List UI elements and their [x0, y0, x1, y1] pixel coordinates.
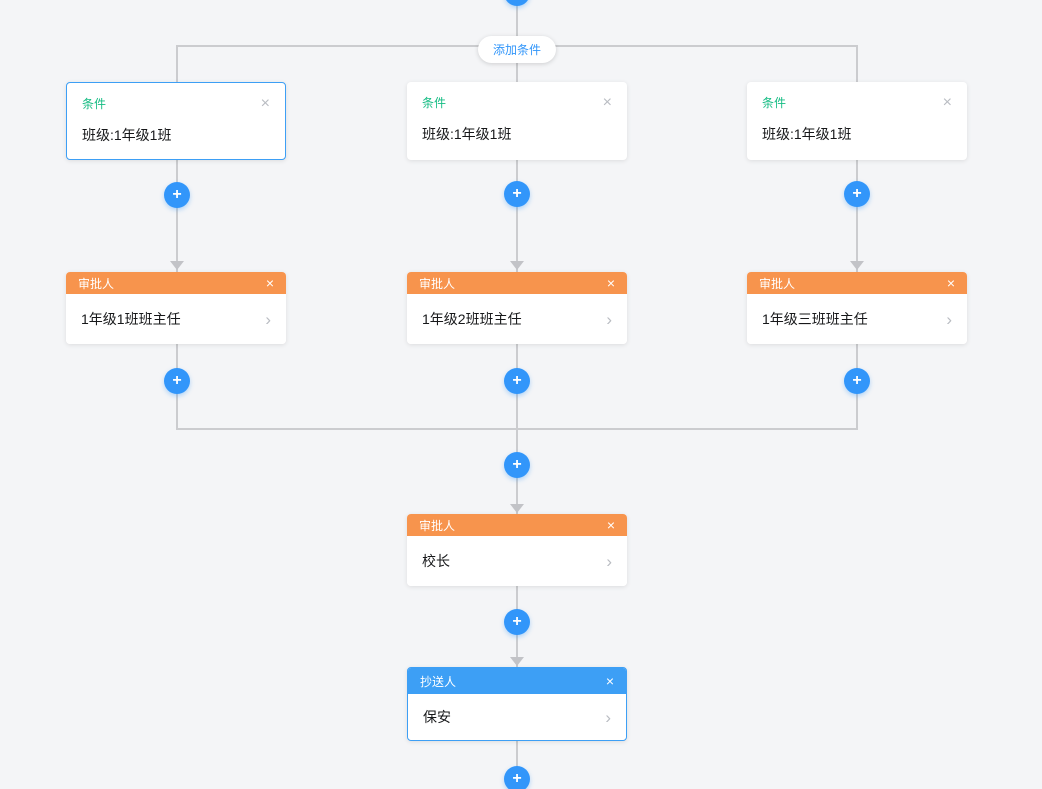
plus-icon: +: [852, 185, 862, 202]
arrow-down-icon: [170, 261, 184, 270]
plus-icon: +: [512, 185, 522, 202]
chevron-right-icon: ›: [606, 309, 612, 329]
approver-node-header: 审批人 ×: [66, 272, 286, 294]
condition-node-value: 班级:1年级1班: [422, 126, 512, 142]
chevron-right-icon: ›: [265, 309, 271, 329]
plus-icon: +: [512, 372, 522, 389]
plus-icon: +: [172, 186, 182, 203]
approver-node-title: 审批人: [419, 518, 456, 533]
approver-node[interactable]: 审批人 × 校长 ›: [407, 514, 627, 586]
condition-node-value: 班级:1年级1班: [762, 126, 852, 142]
plus-icon: +: [512, 613, 522, 630]
connector-line: [856, 160, 858, 272]
condition-node[interactable]: 条件 × 班级:1年级1班: [66, 82, 286, 160]
condition-node[interactable]: 条件 × 班级:1年级1班: [747, 82, 967, 160]
approver-node-header: 审批人 ×: [407, 272, 627, 294]
cc-node[interactable]: 抄送人 × 保安 ›: [407, 667, 627, 741]
connector-line: [516, 741, 518, 789]
close-icon[interactable]: ×: [605, 673, 614, 689]
condition-node-title: 条件: [422, 96, 447, 110]
approver-node[interactable]: 审批人 × 1年级1班班主任 ›: [66, 272, 286, 344]
add-condition-button[interactable]: 添加条件: [478, 36, 556, 63]
plus-icon: +: [852, 372, 862, 389]
add-node-button[interactable]: +: [504, 766, 530, 789]
chevron-right-icon: ›: [605, 707, 611, 727]
add-node-button[interactable]: +: [504, 452, 530, 478]
condition-node[interactable]: 条件 × 班级:1年级1班: [407, 82, 627, 160]
close-icon[interactable]: ×: [942, 93, 952, 111]
approver-node-value: 1年级三班班主任: [762, 311, 868, 327]
add-node-button[interactable]: +: [504, 181, 530, 207]
condition-node-value: 班级:1年级1班: [82, 127, 172, 143]
connector-line: [516, 160, 518, 272]
condition-node-title: 条件: [762, 96, 787, 110]
approver-node-title: 审批人: [759, 276, 796, 291]
approver-node-title: 审批人: [419, 276, 456, 291]
cc-node-title: 抄送人: [420, 674, 457, 689]
connector-line: [176, 45, 178, 82]
arrow-down-icon: [510, 657, 524, 666]
add-node-button[interactable]: +: [164, 182, 190, 208]
approver-node-value: 1年级1班班主任: [81, 311, 181, 327]
plus-icon: +: [512, 456, 522, 473]
add-node-button[interactable]: +: [164, 368, 190, 394]
cc-node-value: 保安: [423, 709, 451, 725]
condition-node-title: 条件: [82, 97, 107, 111]
add-node-button[interactable]: +: [504, 609, 530, 635]
approver-node-value: 1年级2班班主任: [422, 311, 522, 327]
plus-icon: +: [512, 0, 521, 1]
connector-line: [176, 428, 858, 430]
approver-node-value: 校长: [422, 553, 450, 569]
chevron-right-icon: ›: [946, 309, 952, 329]
plus-icon: +: [172, 372, 182, 389]
connector-line: [856, 45, 858, 82]
close-icon[interactable]: ×: [260, 94, 270, 112]
arrow-down-icon: [850, 261, 864, 270]
approver-node-header: 审批人 ×: [747, 272, 967, 294]
add-node-button[interactable]: +: [504, 368, 530, 394]
add-node-button[interactable]: +: [504, 0, 530, 6]
add-node-button[interactable]: +: [844, 368, 870, 394]
arrow-down-icon: [510, 504, 524, 513]
approver-node-header: 审批人 ×: [407, 514, 627, 536]
close-icon[interactable]: ×: [946, 275, 955, 291]
close-icon[interactable]: ×: [606, 275, 615, 291]
approver-node[interactable]: 审批人 × 1年级2班班主任 ›: [407, 272, 627, 344]
plus-icon: +: [512, 770, 522, 787]
close-icon[interactable]: ×: [606, 517, 615, 533]
approver-node-title: 审批人: [78, 276, 115, 291]
approver-node[interactable]: 审批人 × 1年级三班班主任 ›: [747, 272, 967, 344]
chevron-right-icon: ›: [606, 551, 612, 571]
add-node-button[interactable]: +: [844, 181, 870, 207]
close-icon[interactable]: ×: [265, 275, 274, 291]
cc-node-header: 抄送人 ×: [408, 668, 626, 694]
close-icon[interactable]: ×: [602, 93, 612, 111]
connector-line: [176, 160, 178, 272]
arrow-down-icon: [510, 261, 524, 270]
